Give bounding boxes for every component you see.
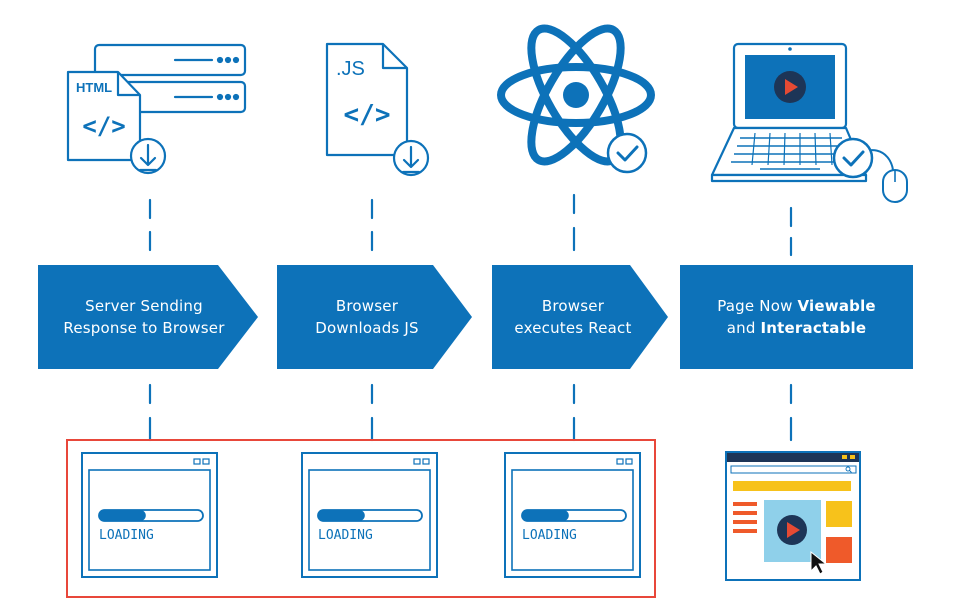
laptop-play-icon bbox=[774, 71, 806, 103]
loading-progress-fill bbox=[318, 510, 365, 521]
page-header-bar bbox=[733, 481, 851, 491]
loading-window-2: LOADING bbox=[301, 452, 438, 578]
js-file-label: .JS bbox=[336, 58, 365, 80]
loading-label: LOADING bbox=[318, 528, 373, 543]
loading-group-frame bbox=[66, 439, 656, 598]
search-icon bbox=[845, 466, 852, 473]
loading-window-1: LOADING bbox=[81, 452, 218, 578]
cursor-icon bbox=[810, 550, 828, 575]
step-1-line-2: Response to Browser bbox=[63, 319, 225, 337]
step-3-line-2: executes React bbox=[514, 319, 632, 337]
step-box-4 bbox=[680, 265, 913, 369]
step-2-line-1: Browser bbox=[335, 297, 399, 315]
laptop-icon bbox=[710, 42, 894, 183]
step-arrow-2 bbox=[277, 265, 472, 369]
address-bar bbox=[730, 465, 857, 474]
step-3-label: Browser executes React bbox=[492, 265, 654, 369]
js-code-glyph: </> bbox=[344, 100, 391, 130]
step-3-line-1: Browser bbox=[541, 297, 605, 315]
download-badge-icon-1 bbox=[129, 137, 167, 175]
server-icon bbox=[93, 43, 247, 114]
html-file-label: HTML bbox=[76, 80, 112, 95]
step-arrows bbox=[38, 265, 913, 369]
html-code-glyph: </> bbox=[82, 112, 125, 140]
step-4-line-2-text: and bbox=[726, 319, 761, 337]
loading-window-3: LOADING bbox=[504, 452, 641, 578]
page-play-icon bbox=[777, 515, 807, 545]
js-file-icon: .JS </> bbox=[325, 42, 409, 157]
loading-progress-fill bbox=[99, 510, 146, 521]
step-arrow-3 bbox=[492, 265, 668, 369]
step-arrow-1 bbox=[38, 265, 258, 369]
download-badge-icon-2 bbox=[392, 139, 430, 177]
step-4-label: Page Now Viewable and Interactable bbox=[680, 265, 913, 369]
loading-label: LOADING bbox=[522, 528, 577, 543]
check-badge-icon-2 bbox=[832, 137, 874, 179]
html-file-icon: HTML </> bbox=[66, 70, 142, 162]
step-4-line-1-text: Page Now bbox=[717, 297, 798, 315]
rendered-page-window bbox=[725, 451, 861, 581]
step-2-line-2: Downloads JS bbox=[315, 319, 419, 337]
step-4-interactable: Interactable bbox=[760, 319, 867, 337]
step-4-viewable: Viewable bbox=[797, 297, 876, 315]
loading-label: LOADING bbox=[99, 528, 154, 543]
mouse-icon bbox=[882, 169, 908, 203]
step-1-line-1: Server Sending bbox=[85, 297, 203, 315]
dashed-connectors bbox=[148, 193, 793, 442]
loading-progress-fill bbox=[522, 510, 569, 521]
check-badge-icon-1 bbox=[606, 132, 648, 174]
